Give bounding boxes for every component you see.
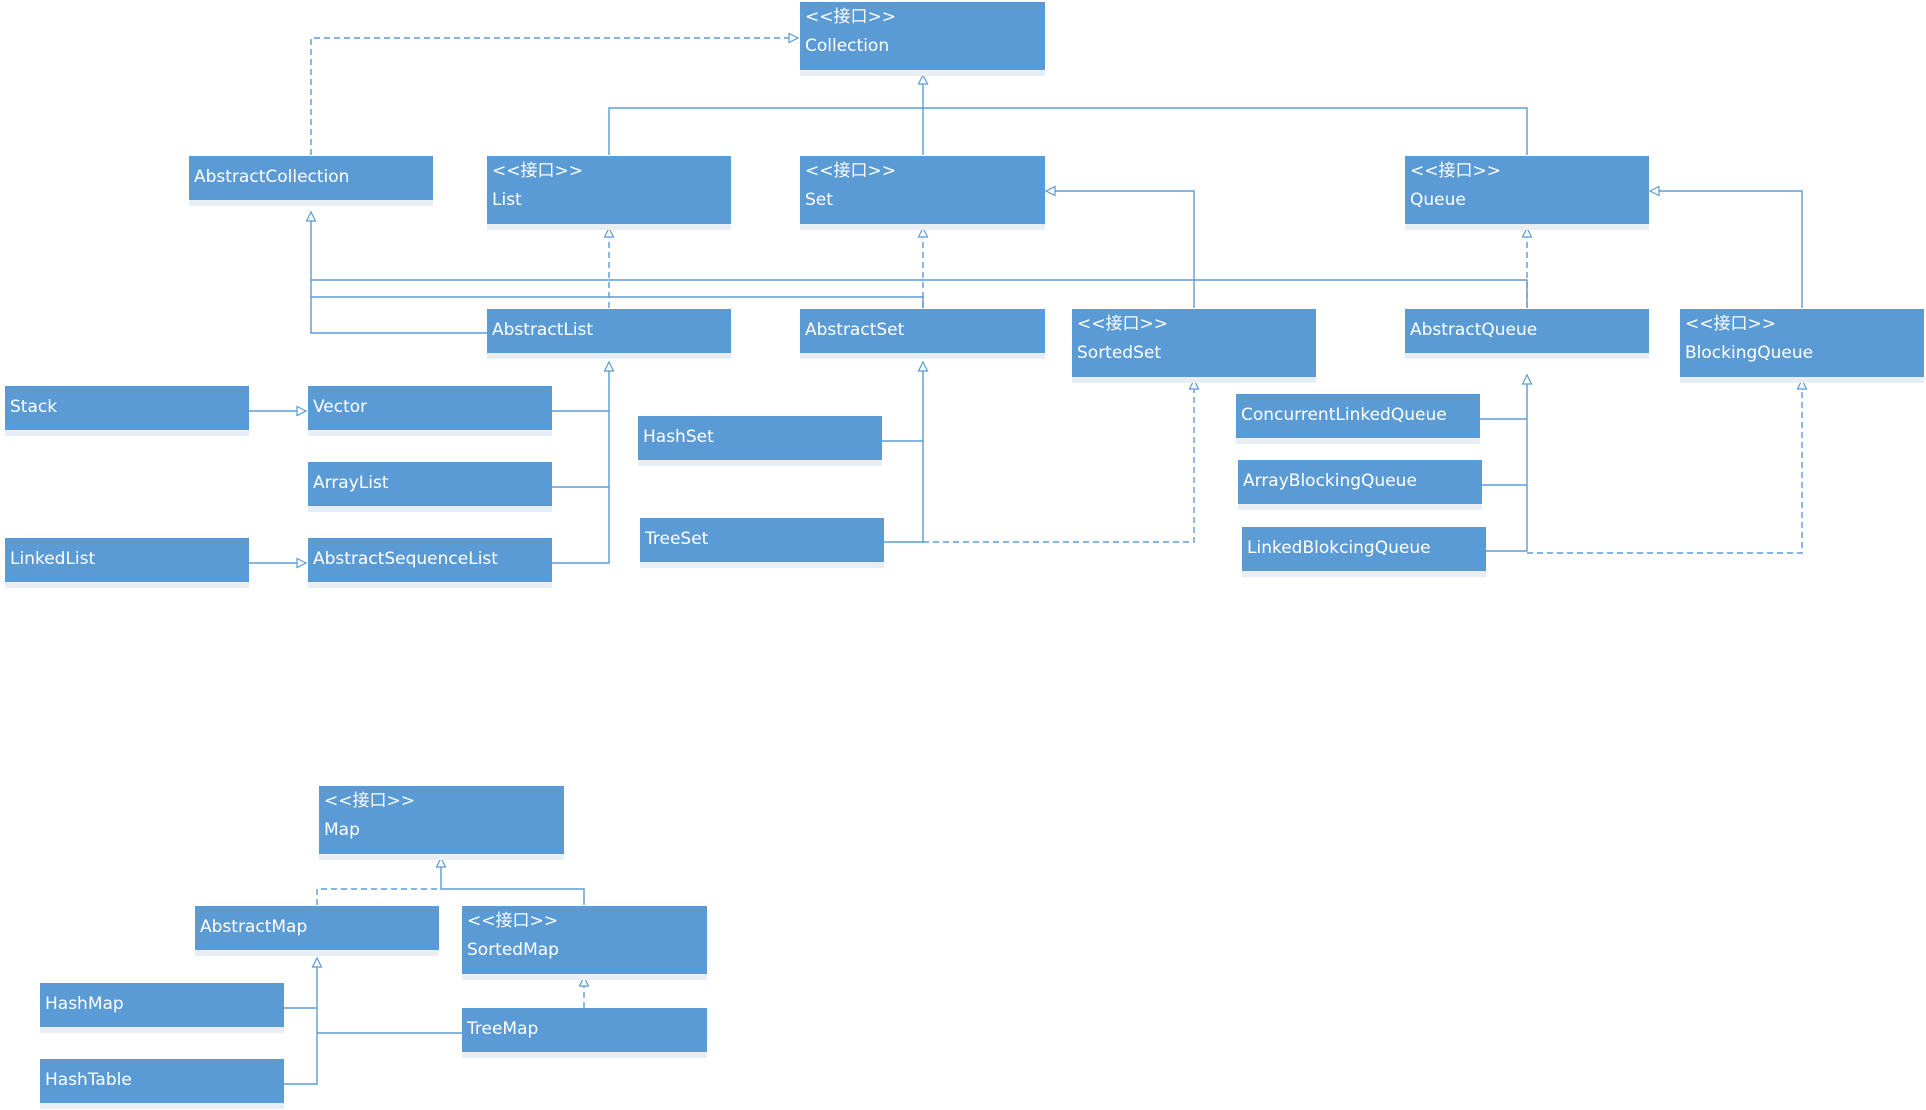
edge-sortedset-set — [1044, 185, 1195, 308]
node-tree-map[interactable]: TreeMap — [462, 1008, 707, 1052]
node-abstract-list[interactable]: AbstractList — [487, 309, 731, 353]
node-set[interactable]: <<接口>> Set — [800, 156, 1045, 224]
edge-abstractlist-abstractcollection — [305, 210, 487, 334]
stereotype-label: <<接口>> — [467, 911, 558, 931]
edge-abstractmap-map — [316, 888, 441, 905]
class-name: Queue — [1410, 190, 1466, 210]
class-name: AbstractSet — [805, 320, 905, 340]
edge-abstractqueue-abstractcollection — [311, 279, 1528, 308]
edge-list-collection — [608, 107, 923, 155]
edge-linkedblockingqueue-abstractqueue — [1486, 373, 1533, 552]
node-sorted-set[interactable]: <<接口>> SortedSet — [1072, 309, 1316, 377]
edge-treeset-abstractset — [884, 360, 929, 543]
class-name: ConcurrentLinkedQueue — [1241, 405, 1447, 425]
class-name: HashSet — [643, 427, 714, 447]
edge-queue-collection — [923, 107, 1528, 155]
edge-abstractset-abstractcollection — [311, 296, 924, 308]
stereotype-label: <<接口>> — [1410, 161, 1501, 181]
class-name: Vector — [313, 397, 368, 417]
node-array-list[interactable]: ArrayList — [308, 462, 552, 506]
class-name: TreeMap — [467, 1019, 539, 1039]
stereotype-label: <<接口>> — [1077, 314, 1168, 334]
node-queue[interactable]: <<接口>> Queue — [1405, 156, 1649, 224]
class-name: Stack — [10, 397, 58, 417]
class-name: List — [492, 190, 522, 210]
edge-abstractcollection-collection — [310, 32, 800, 155]
node-abstract-sequence-list[interactable]: AbstractSequenceList — [308, 538, 552, 582]
class-name: ArrayList — [313, 473, 389, 493]
class-name: SortedSet — [1077, 343, 1162, 363]
node-sorted-map[interactable]: <<接口>> SortedMap — [462, 906, 707, 974]
class-name: AbstractList — [492, 320, 594, 340]
node-stack[interactable]: Stack — [5, 386, 249, 430]
class-name: LinkedList — [10, 549, 96, 569]
class-name: HashTable — [45, 1070, 132, 1090]
node-abstract-queue[interactable]: AbstractQueue — [1405, 309, 1649, 353]
edge-abstractsequencelist-abstractlist — [552, 360, 615, 564]
node-array-blocking-queue[interactable]: ArrayBlockingQueue — [1238, 460, 1482, 504]
edge-linkedblockingqueue-blockingqueue — [1527, 378, 1808, 554]
class-name: Set — [805, 190, 833, 210]
class-name: Map — [324, 820, 360, 840]
node-concurrent-linked-queue[interactable]: ConcurrentLinkedQueue — [1236, 394, 1480, 438]
class-name: HashMap — [45, 994, 124, 1014]
node-tree-set[interactable]: TreeSet — [640, 518, 884, 562]
node-blocking-queue[interactable]: <<接口>> BlockingQueue — [1680, 309, 1924, 377]
edge-hashtable-abstractmap — [284, 956, 323, 1085]
node-vector[interactable]: Vector — [308, 386, 552, 430]
stereotype-label: <<接口>> — [805, 7, 896, 27]
edge-blockingqueue-queue — [1648, 185, 1803, 308]
class-name: ArrayBlockingQueue — [1243, 471, 1417, 491]
class-name: SortedMap — [467, 940, 559, 960]
stereotype-label: <<接口>> — [1685, 314, 1776, 334]
edge-treeset-sortedset — [923, 378, 1200, 543]
class-name: AbstractSequenceList — [313, 549, 498, 569]
class-name: TreeSet — [645, 529, 709, 549]
stereotype-label: <<接口>> — [492, 161, 583, 181]
edge-sortedmap-map — [435, 856, 585, 905]
node-abstract-collection[interactable]: AbstractCollection — [189, 156, 433, 200]
node-list[interactable]: <<接口>> List — [487, 156, 731, 224]
node-abstract-map[interactable]: AbstractMap — [195, 906, 439, 950]
class-name: LinkedBlokcingQueue — [1247, 538, 1431, 558]
node-hash-table[interactable]: HashTable — [40, 1059, 284, 1103]
stereotype-label: <<接口>> — [805, 161, 896, 181]
class-name: BlockingQueue — [1685, 343, 1814, 363]
class-name: Collection — [805, 36, 890, 56]
node-collection[interactable]: <<接口>> Collection — [800, 2, 1045, 70]
node-map[interactable]: <<接口>> Map — [319, 786, 564, 854]
node-linked-blocking-queue[interactable]: LinkedBlokcingQueue — [1242, 527, 1486, 571]
class-name: AbstractMap — [200, 917, 308, 937]
stereotype-label: <<接口>> — [324, 791, 415, 811]
node-abstract-set[interactable]: AbstractSet — [800, 309, 1045, 353]
class-name: AbstractCollection — [194, 167, 350, 187]
node-hash-set[interactable]: HashSet — [638, 416, 882, 460]
class-name: AbstractQueue — [1410, 320, 1538, 340]
node-hash-map[interactable]: HashMap — [40, 983, 284, 1027]
node-linked-list[interactable]: LinkedList — [5, 538, 249, 582]
